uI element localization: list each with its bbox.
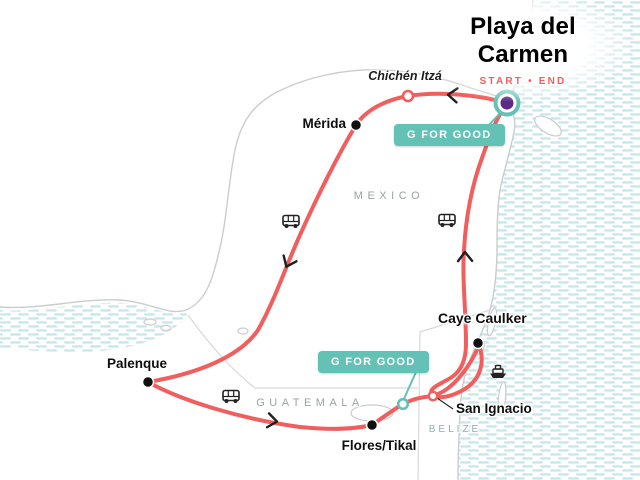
- bus-icon: [438, 213, 456, 228]
- stop-markers: [141, 89, 485, 432]
- marker-caye-caulker: [471, 336, 485, 350]
- marker-san-ignacio: [427, 390, 439, 402]
- marker-g-for-good-site: [396, 397, 410, 411]
- marker-chichen-itza: [401, 89, 415, 103]
- tour-route-line: [146, 91, 509, 431]
- marker-flores-tikal: [365, 418, 379, 432]
- start-end-marker: [493, 89, 521, 117]
- route-direction-arrows: [265, 86, 474, 430]
- marker-merida: [349, 118, 363, 132]
- bus-icon: [222, 389, 240, 404]
- bus-icon: [282, 214, 300, 229]
- coastline: [0, 0, 534, 480]
- san-ignacio-leader-line: [436, 397, 454, 410]
- marker-palenque: [141, 375, 155, 389]
- lakes: [143, 318, 394, 422]
